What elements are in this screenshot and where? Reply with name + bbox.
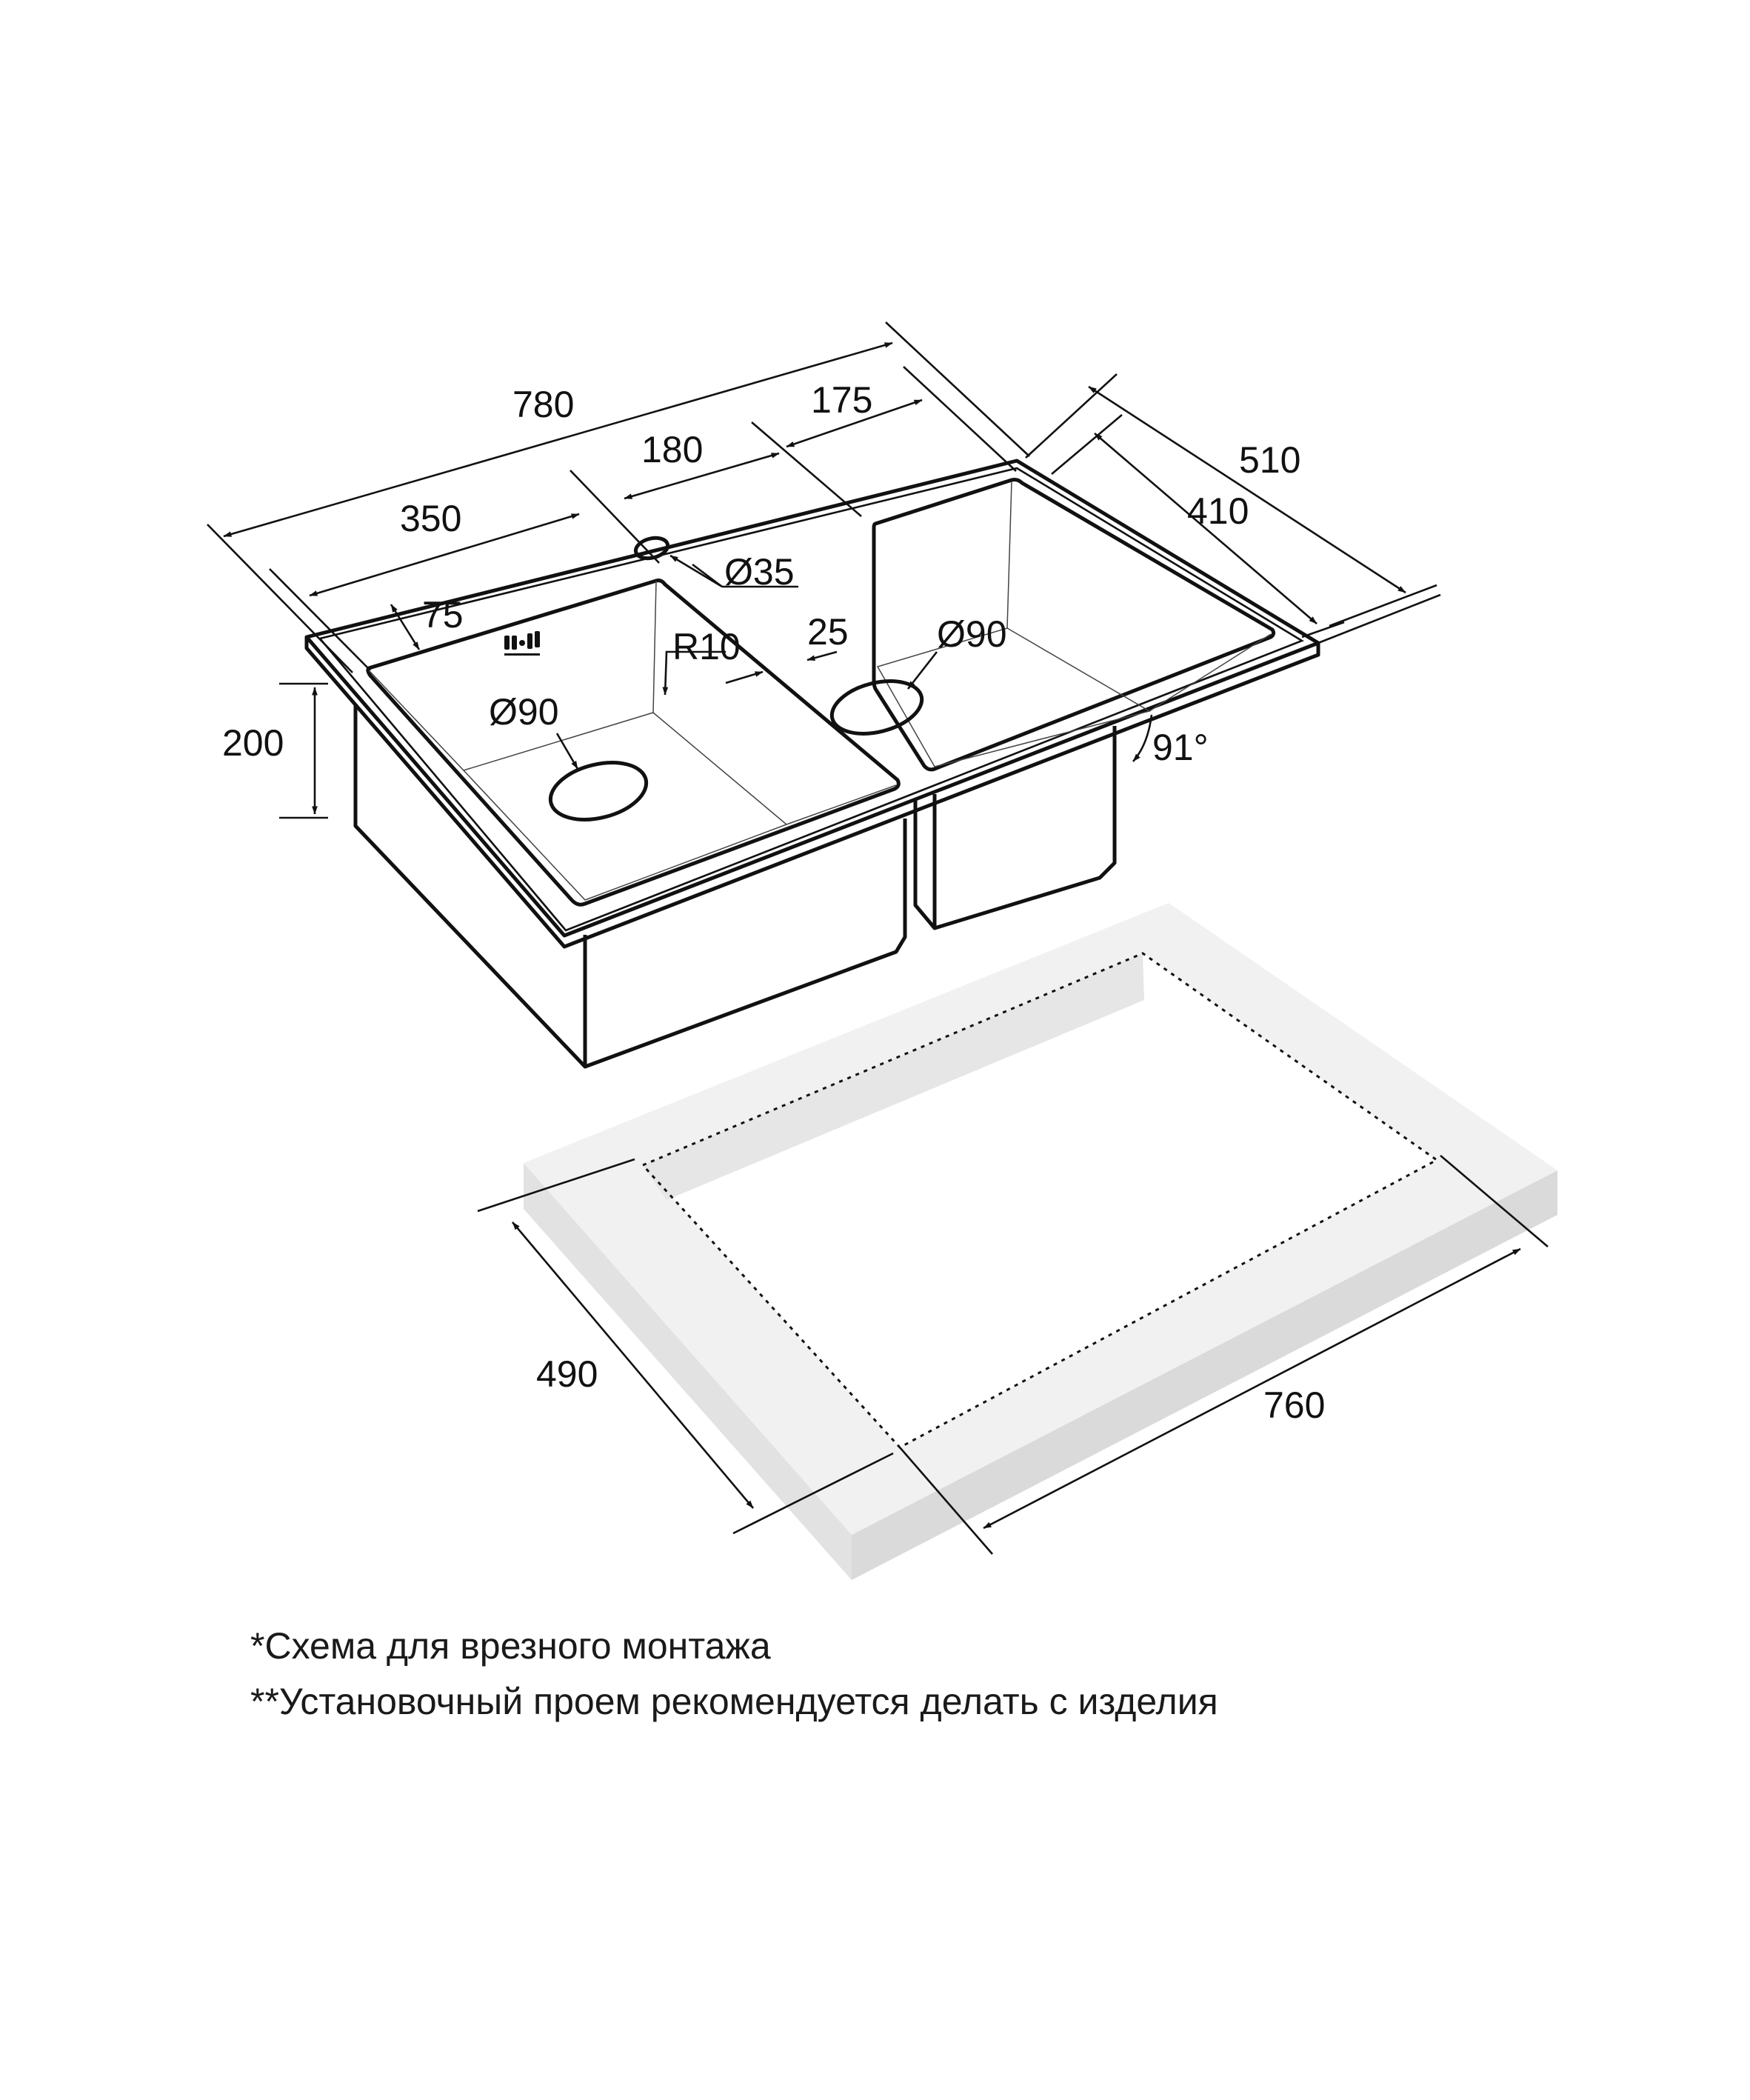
label-drain-right: Ø90 (937, 613, 1007, 655)
dim-350-line (309, 513, 580, 597)
left-bowl-crease-1 (368, 670, 464, 771)
note-cutout-recommendation: **Установочный проем рекомендуется делат… (250, 1681, 1218, 1722)
right-bowl-floor (876, 627, 1151, 767)
dim-180-line (624, 452, 780, 500)
label-410: 410 (1187, 490, 1249, 532)
label-350: 350 (400, 498, 461, 539)
sink-rim-inner (318, 467, 1304, 932)
label-75: 75 (422, 594, 464, 636)
dim-760-line (983, 1247, 1521, 1530)
dim-510-line (1088, 385, 1406, 594)
label-510: 510 (1239, 439, 1300, 481)
right-bowl-crease-1 (1006, 481, 1012, 629)
label-gap: 25 (807, 611, 849, 653)
label-200: 200 (222, 722, 284, 764)
note-mortise-installation: *Схема для врезного монтажа (250, 1625, 771, 1667)
leader-drain-left (555, 733, 579, 770)
dim-25-right-arrow (806, 650, 838, 661)
cutout-inner-shade (643, 953, 1144, 1200)
dim-780-line (223, 341, 893, 538)
label-tap-hole: Ø35 (724, 551, 795, 593)
label-180: 180 (641, 429, 703, 470)
dim-410-line (1094, 433, 1317, 624)
right-drain (829, 679, 924, 736)
left-bowl-crease-2 (652, 580, 657, 713)
left-bowl-crease-3 (786, 784, 897, 825)
dimension-labels: 780 350 180 175 510 410 75 Ø35 25 Ø90 R1… (222, 379, 1325, 1426)
left-bowl (353, 579, 907, 1069)
dim-75-line (390, 604, 421, 650)
label-175: 175 (811, 379, 872, 421)
angle-arc (1132, 714, 1153, 762)
left-bowl-floor (462, 712, 788, 901)
cutout-dotted-outline (641, 952, 1439, 1449)
leader-r10 (662, 650, 726, 696)
dim-25-left-arrow (725, 670, 764, 684)
label-r10: R10 (672, 626, 741, 667)
left-drain (548, 761, 649, 821)
right-bowl (829, 478, 1276, 930)
label-490: 490 (536, 1353, 598, 1395)
dim-490-line (512, 1221, 754, 1509)
label-drain-left: Ø90 (489, 691, 559, 733)
dimension-lines (207, 321, 1549, 1555)
right-bowl-body (913, 726, 1117, 930)
countertop (524, 903, 1557, 1580)
left-bowl-opening (366, 579, 901, 907)
label-780: 780 (512, 384, 574, 425)
left-bowl-body (353, 704, 907, 1069)
right-bowl-crease-2 (1149, 633, 1272, 712)
dim-175-line (786, 399, 923, 448)
label-angle: 91° (1152, 727, 1209, 768)
sink-rim-thickness (304, 637, 1320, 949)
countertop-top (524, 903, 1557, 1535)
brand-logo (504, 631, 540, 656)
label-760: 760 (1263, 1384, 1325, 1426)
leader-tap-hole (669, 554, 723, 588)
leader-drain-right (906, 651, 938, 690)
countertop-side-front (852, 1170, 1557, 1580)
